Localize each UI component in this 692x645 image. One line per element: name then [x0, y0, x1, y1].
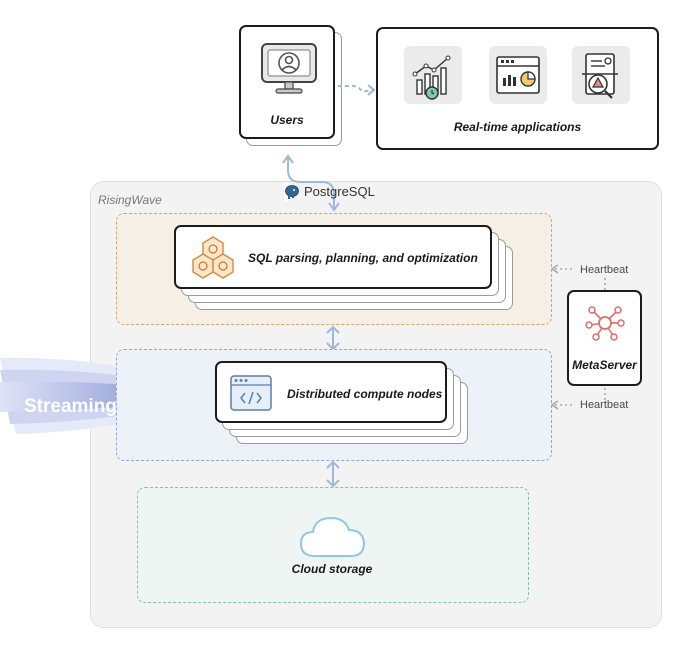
heartbeat-bottom-connector	[550, 388, 606, 410]
sql-card: SQL parsing, planning, and optimization	[174, 225, 492, 289]
sql-layer-label: SQL parsing, planning, and optimization	[248, 251, 478, 265]
code-window-icon	[230, 375, 272, 411]
risingwave-label: RisingWave	[98, 193, 162, 207]
sql-compute-arrow	[326, 325, 340, 351]
analytics-chart-icon	[412, 55, 451, 100]
users-card: Users	[239, 25, 335, 139]
hexagon-gears-icon	[192, 236, 234, 279]
streaming-label-main: Streaming	[24, 396, 117, 417]
heartbeat-top-connector	[550, 264, 606, 292]
monitor-user-icon	[261, 43, 317, 94]
heartbeat-top-label: Heartbeat	[580, 264, 629, 276]
users-postgres-arrow	[282, 154, 340, 212]
hub-network-icon	[585, 306, 625, 341]
postgresql-label: PostgreSQL	[304, 184, 375, 199]
users-to-apps-arrow	[338, 84, 376, 96]
compute-layer-label: Distributed compute nodes	[287, 387, 443, 401]
apps-label: Real-time applications	[453, 120, 582, 134]
compute-card: Distributed compute nodes	[215, 361, 447, 423]
app-alert-tile	[572, 46, 630, 104]
users-label: Users	[270, 113, 304, 127]
storage-layer-label: Cloud storage	[291, 562, 373, 576]
compute-storage-arrow	[326, 460, 340, 488]
postgresql-badge: PostgreSQL	[284, 183, 375, 201]
metaserver-label: MetaServer	[572, 358, 637, 372]
cloud-icon	[299, 516, 366, 557]
app-analytics-tile	[404, 46, 462, 104]
apps-card: Real-time applications	[376, 27, 659, 150]
metaserver-card: MetaServer	[567, 290, 642, 386]
postgresql-elephant-icon	[285, 185, 299, 199]
dashboard-icon	[496, 56, 540, 94]
alert-document-icon	[582, 53, 618, 99]
heartbeat-bottom-label: Heartbeat	[580, 399, 629, 411]
app-dashboard-tile	[489, 46, 547, 104]
